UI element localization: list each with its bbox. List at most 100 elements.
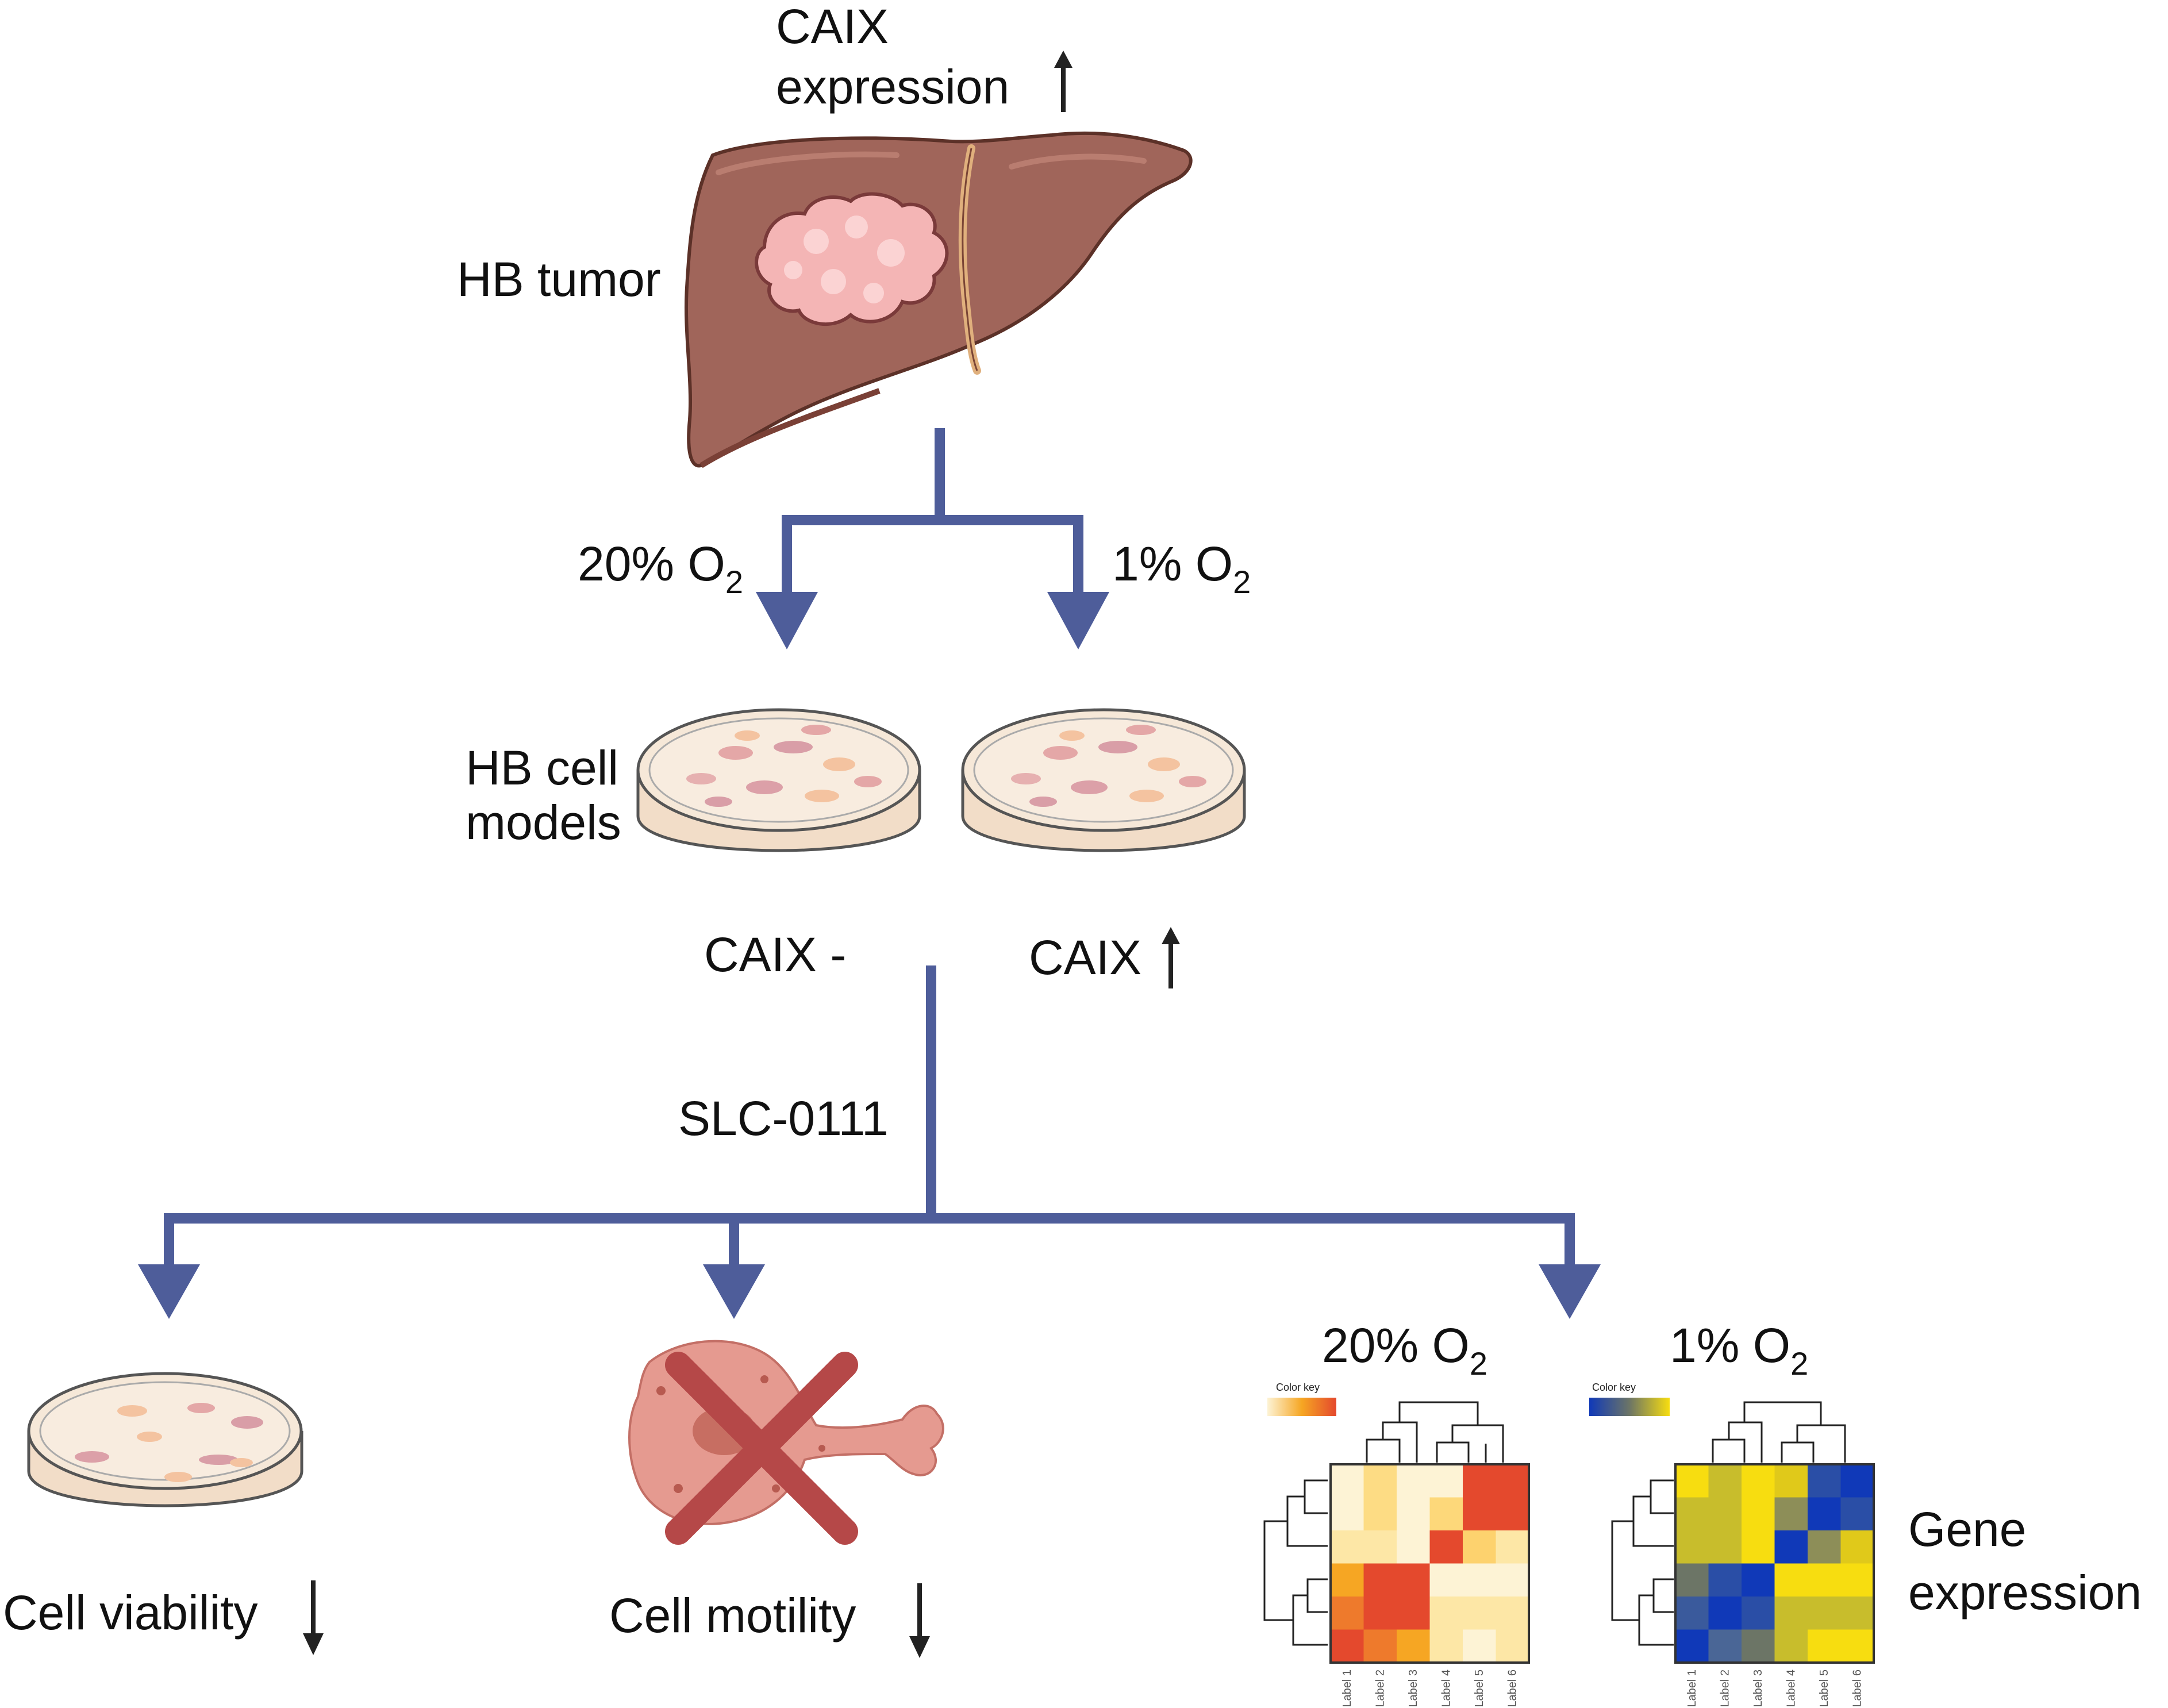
heatmap-cell xyxy=(1808,1497,1841,1530)
arrow-down-icon xyxy=(303,1580,324,1655)
caix-up-label: CAIX xyxy=(1029,930,1141,984)
heatmap-cell xyxy=(1708,1530,1742,1564)
heatmap-cell xyxy=(1774,1563,1808,1597)
heatmap-oxygen-20-label: 20% O2 xyxy=(1322,1318,1487,1382)
hb-cell-models-label-2: models xyxy=(466,795,621,849)
heatmap-column-label: Label 6 xyxy=(1506,1669,1519,1707)
heatmap-cell xyxy=(1774,1497,1808,1530)
branch-arrow-top xyxy=(782,428,1083,601)
heatmap-cell xyxy=(1496,1563,1529,1597)
heatmap-cell xyxy=(1742,1530,1775,1564)
heatmap-column-label: Label 5 xyxy=(1818,1669,1831,1707)
heatmap-cell xyxy=(1742,1464,1775,1498)
color-key-label: Color key xyxy=(1276,1382,1320,1393)
heatmap-column-label: Label 1 xyxy=(1341,1669,1354,1707)
heatmap-cell xyxy=(1429,1530,1463,1564)
heatmap-hypoxia-cells xyxy=(1675,1464,1874,1663)
heatmap-cell xyxy=(1331,1497,1364,1530)
heatmap-cell xyxy=(1496,1629,1529,1663)
heatmap-cell xyxy=(1840,1629,1874,1663)
heatmap-cell xyxy=(1363,1597,1397,1630)
color-key-bar xyxy=(1589,1398,1670,1416)
branch-arrow-bottom xyxy=(164,965,1575,1270)
heatmap-cell xyxy=(1774,1629,1808,1663)
heatmap-cell xyxy=(1675,1464,1709,1498)
arrow-down-icon xyxy=(703,1264,765,1319)
heatmap-cell xyxy=(1463,1464,1496,1498)
heatmap-cell xyxy=(1840,1497,1874,1530)
heatmap-cell xyxy=(1429,1497,1463,1530)
inhibited-cross-icon xyxy=(665,1352,858,1545)
heatmap-cell xyxy=(1774,1464,1808,1498)
heatmap-cell xyxy=(1331,1563,1364,1597)
heatmap-cell xyxy=(1774,1530,1808,1564)
cell-motility-label: Cell motility xyxy=(609,1588,856,1642)
heatmap-cell xyxy=(1429,1629,1463,1663)
heatmap-column-label: Label 3 xyxy=(1752,1669,1765,1707)
arrow-down-icon xyxy=(1539,1264,1601,1319)
heatmap-cell xyxy=(1742,1497,1775,1530)
liver-illustration xyxy=(684,131,1193,468)
heatmap-cell xyxy=(1397,1597,1430,1630)
heatmap-cell xyxy=(1331,1464,1364,1498)
heatmap-cell xyxy=(1331,1597,1364,1630)
heatmap-cell xyxy=(1463,1497,1496,1530)
petri-dish-normoxia xyxy=(636,708,921,852)
heatmap-cell xyxy=(1808,1563,1841,1597)
color-key-bar xyxy=(1267,1398,1336,1416)
heatmap-column-label: Label 5 xyxy=(1473,1669,1486,1707)
heatmap-cell xyxy=(1708,1497,1742,1530)
heatmap-normoxia-cells xyxy=(1331,1464,1529,1663)
heatmap-cell xyxy=(1708,1563,1742,1597)
color-key-label: Color key xyxy=(1592,1382,1636,1393)
heatmap-cell xyxy=(1463,1597,1496,1630)
heatmap-cell xyxy=(1808,1464,1841,1498)
heatmap-column-label: Label 2 xyxy=(1719,1669,1731,1707)
heatmap-cell xyxy=(1708,1629,1742,1663)
caix-expression-label-1: CAIX xyxy=(776,0,889,53)
heatmap-column-label: Label 4 xyxy=(1440,1669,1452,1707)
heatmap-oxygen-1-label: 1% O2 xyxy=(1670,1318,1808,1382)
hb-tumor-label: HB tumor xyxy=(457,252,661,306)
tumor-mass xyxy=(755,192,949,326)
slc-0111-label: SLC-0111 xyxy=(678,1091,889,1145)
heatmap-cell xyxy=(1675,1563,1709,1597)
heatmap-column-label: Label 3 xyxy=(1407,1669,1420,1707)
heatmap-cell xyxy=(1397,1464,1430,1498)
arrow-up-icon xyxy=(1162,927,1180,988)
heatmap-cell xyxy=(1397,1530,1430,1564)
heatmap-cell xyxy=(1496,1597,1529,1630)
heatmap-cell xyxy=(1363,1464,1397,1498)
heatmap-cell xyxy=(1397,1497,1430,1530)
heatmap-cell xyxy=(1463,1530,1496,1564)
arrow-up-icon xyxy=(1054,51,1073,112)
heatmap-cell xyxy=(1840,1530,1874,1564)
heatmap-cell xyxy=(1363,1629,1397,1663)
heatmap-cell xyxy=(1675,1497,1709,1530)
heatmap-cell xyxy=(1742,1597,1775,1630)
oxygen-1-label: 1% O2 xyxy=(1112,537,1251,600)
heatmap-cell xyxy=(1397,1563,1430,1597)
heatmap-cell xyxy=(1429,1563,1463,1597)
heatmap-cell xyxy=(1708,1597,1742,1630)
oxygen-20-label: 20% O2 xyxy=(578,537,743,600)
heatmap-cell xyxy=(1429,1597,1463,1630)
heatmap-cell xyxy=(1429,1464,1463,1498)
heatmap-cell xyxy=(1675,1629,1709,1663)
caix-expression-label-2: expression xyxy=(776,60,1009,114)
heatmap-cell xyxy=(1808,1530,1841,1564)
heatmap-cell xyxy=(1331,1629,1364,1663)
arrow-down-icon xyxy=(909,1583,930,1658)
heatmap-cell xyxy=(1742,1563,1775,1597)
heatmap-cell xyxy=(1363,1497,1397,1530)
heatmap-cell xyxy=(1363,1530,1397,1564)
petri-dish-treated xyxy=(27,1372,303,1507)
heatmap-cell xyxy=(1331,1530,1364,1564)
heatmap-cell xyxy=(1742,1629,1775,1663)
arrow-down-icon xyxy=(138,1264,200,1319)
heatmap-cell xyxy=(1496,1497,1529,1530)
